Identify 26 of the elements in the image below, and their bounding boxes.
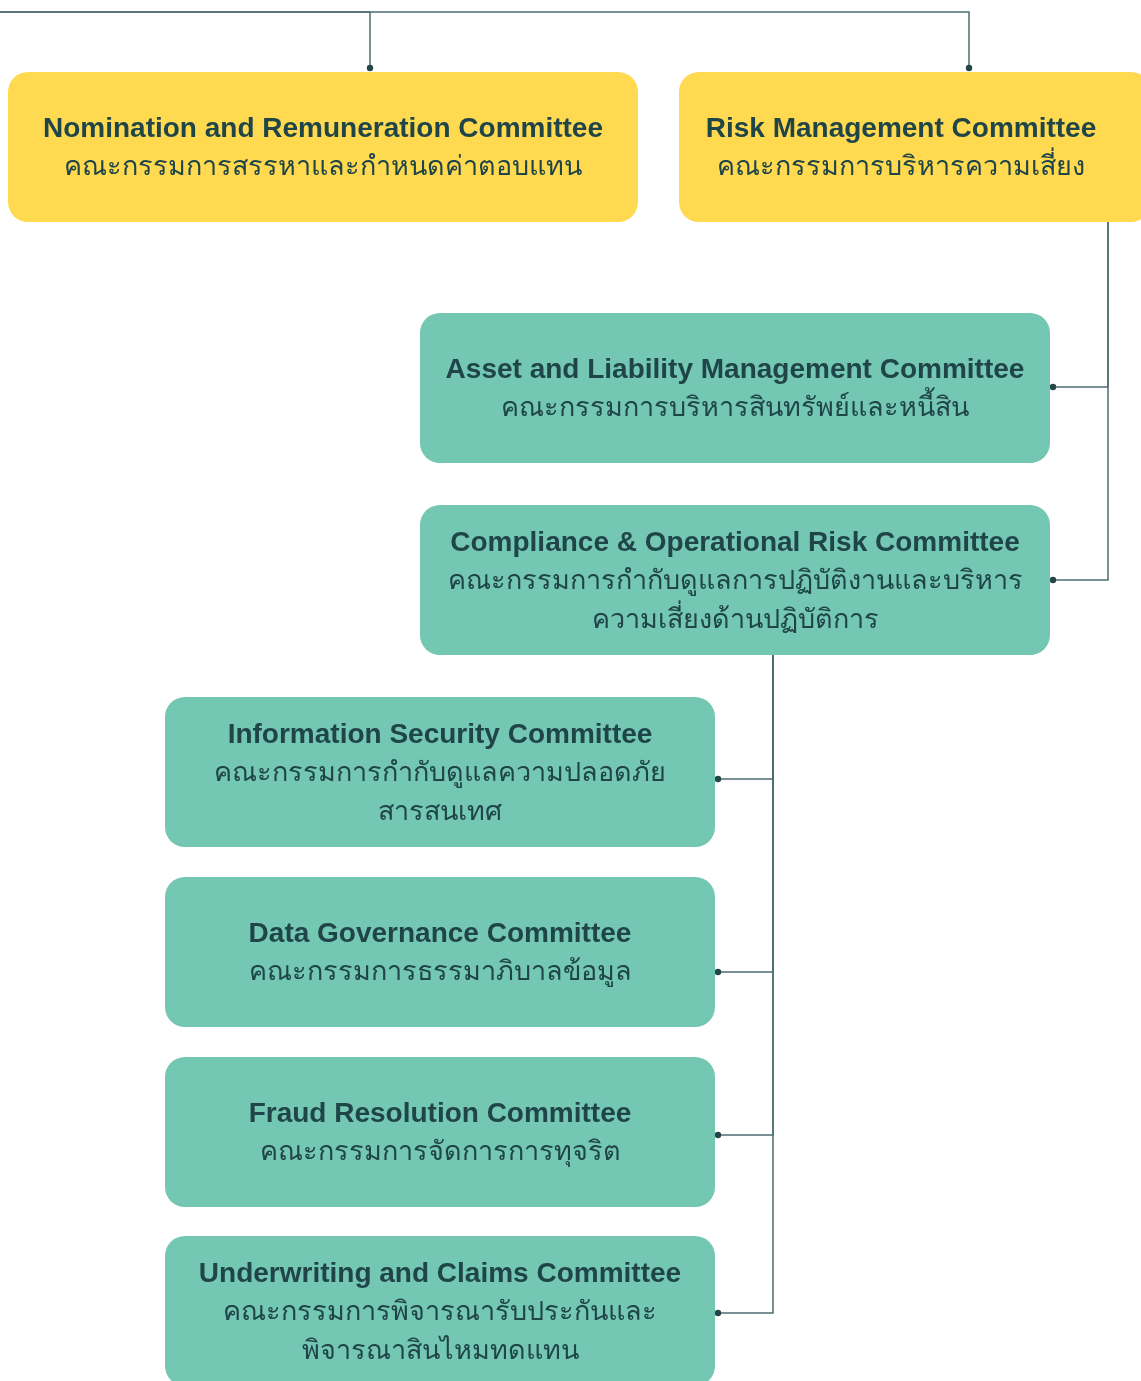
connector-line: [0, 11, 973, 72]
committee-box: [8, 72, 638, 222]
committee-thai-name: คณะกรรมการกำกับดูแลความปลอดภัยสารสนเทศ: [213, 755, 667, 828]
committee-name: Risk Management Committee: [705, 111, 1097, 145]
committee-thai-name: คณะกรรมการบริหารสินทรัพย์และหนี้สิน: [501, 388, 969, 427]
committee-thai-name: คณะกรรมการพิจารณารับประกันและพิจารณาสินไหมทดแทน: [222, 1294, 658, 1367]
committee-name: Fraud Resolution Committee: [248, 1096, 632, 1130]
committee-box: [420, 313, 1050, 463]
committee-box: [165, 697, 715, 847]
committee-box: [420, 505, 1050, 655]
committee-name: Information Security Committee: [227, 716, 653, 751]
committee-box: [165, 1236, 715, 1381]
committee-thai-name: คณะกรรมการธรรมาภิบาลข้อมูล: [248, 955, 632, 989]
committee-box: [165, 877, 715, 1027]
committee-box: [679, 72, 1141, 222]
committee-name: Compliance & Operational Risk Committee: [450, 524, 1020, 559]
connector-line: [1049, 221, 1109, 584]
committee-thai-name: คณะกรรมการบริหารความเสี่ยง: [717, 147, 1085, 186]
committee-name: Underwriting and Claims Committee: [198, 1255, 682, 1290]
committee-name: Nomination and Remuneration Committee: [42, 111, 603, 145]
committee-name: Data Governance Committee: [248, 916, 632, 950]
committee-name: Asset and Liability Management Committee: [445, 352, 1025, 386]
committee-thai-name: คณะกรรมการจัดการการทุจริต: [259, 1135, 621, 1169]
committee-thai-name: คณะกรรมการสรรหาและกำหนดค่าตอบแทน: [64, 150, 582, 183]
committee-thai-name: คณะกรรมการกำกับดูแลการปฏิบัติงานและบริหารความเสี่ยงด้านปฏิบัติการ: [446, 563, 1024, 636]
committee-box: [165, 1057, 715, 1207]
